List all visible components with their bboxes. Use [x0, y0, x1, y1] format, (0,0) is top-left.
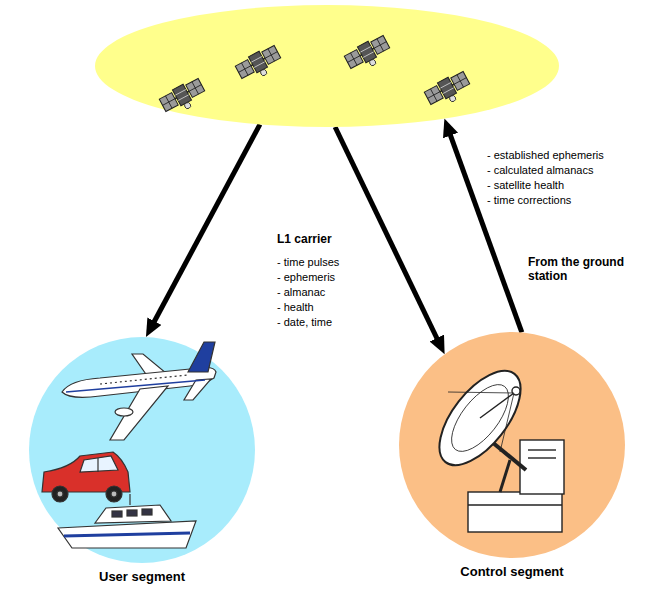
- signal-arrow: [335, 127, 439, 344]
- carrier-heading: L1 carrier: [277, 232, 332, 246]
- car: [42, 452, 130, 502]
- message-item: - ephemeris: [277, 270, 335, 284]
- satellite: [423, 70, 473, 112]
- segment-label: Control segment: [399, 564, 625, 580]
- dish-antenna: [424, 357, 564, 532]
- upload-item: - time corrections: [487, 193, 571, 207]
- upload-item: - established ephemeris: [487, 148, 604, 162]
- upload-item: - calculated almanacs: [487, 163, 593, 177]
- airplane: [62, 342, 216, 440]
- message-item: - health: [277, 300, 314, 314]
- segment-ellipse: [95, 5, 559, 127]
- message-item: - time pulses: [277, 255, 339, 269]
- upload-item: - satellite health: [487, 178, 564, 192]
- segment-circle: [29, 337, 255, 563]
- segment-label: User segment: [29, 569, 255, 585]
- message-item: - date, time: [277, 315, 332, 329]
- satellite: [158, 77, 208, 119]
- satellite: [343, 34, 393, 76]
- message-item: - almanac: [277, 285, 325, 299]
- segment-circle: [399, 332, 625, 558]
- uplink-note: From the ground station: [528, 255, 632, 283]
- boat: [58, 494, 196, 548]
- signal-arrow: [152, 124, 260, 326]
- satellite: [234, 44, 284, 86]
